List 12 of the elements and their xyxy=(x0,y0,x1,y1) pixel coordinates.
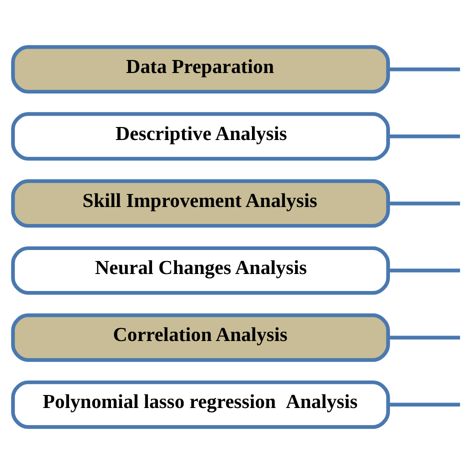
node-box: Neural Changes Analysis xyxy=(11,246,390,295)
connector xyxy=(388,202,460,206)
node-box: Correlation Analysis xyxy=(11,313,390,362)
connector xyxy=(388,402,460,407)
connector xyxy=(388,67,460,72)
connector xyxy=(388,268,460,272)
connector xyxy=(388,134,460,138)
node-box: Descriptive Analysis xyxy=(11,112,390,161)
node-box: Skill Improvement Analysis xyxy=(11,179,390,228)
node-box: Polynomial lasso regression Analysis xyxy=(11,380,390,429)
connector xyxy=(388,336,460,340)
node-box: Data Preparation xyxy=(11,45,390,94)
